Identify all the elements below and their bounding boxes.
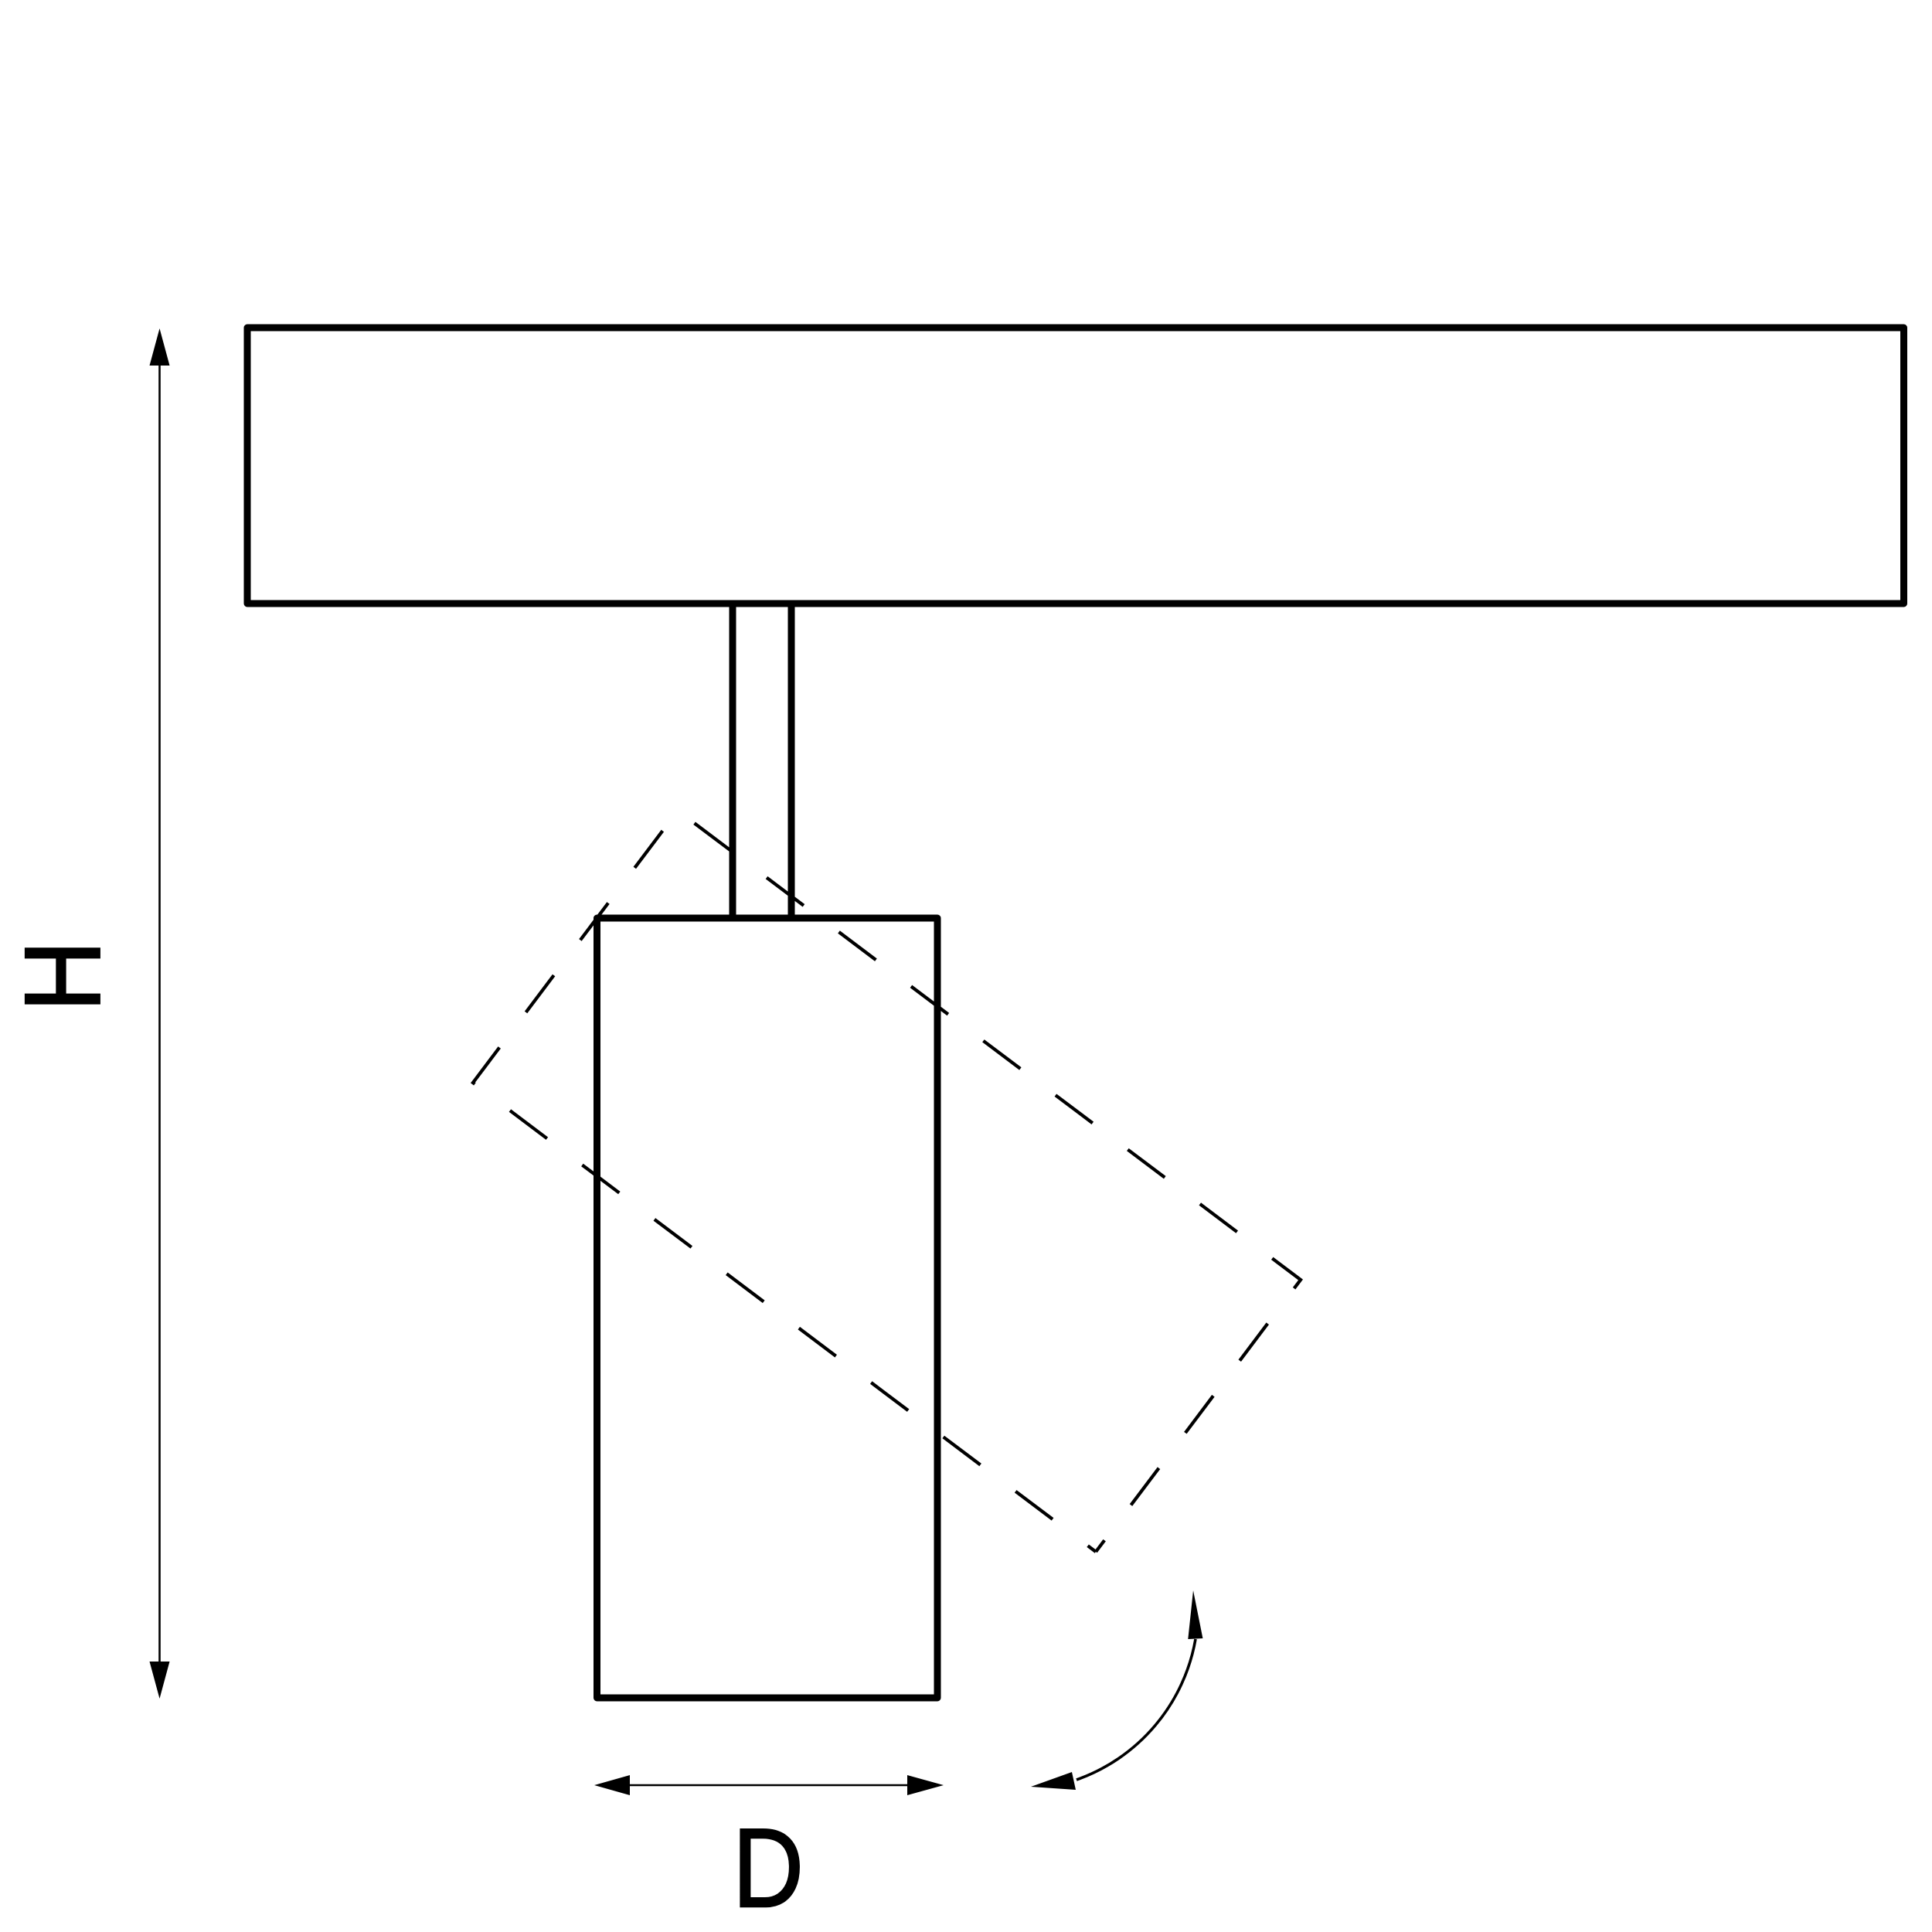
svg-text:H: H (3, 940, 123, 1012)
svg-text:D: D (733, 1805, 804, 1930)
